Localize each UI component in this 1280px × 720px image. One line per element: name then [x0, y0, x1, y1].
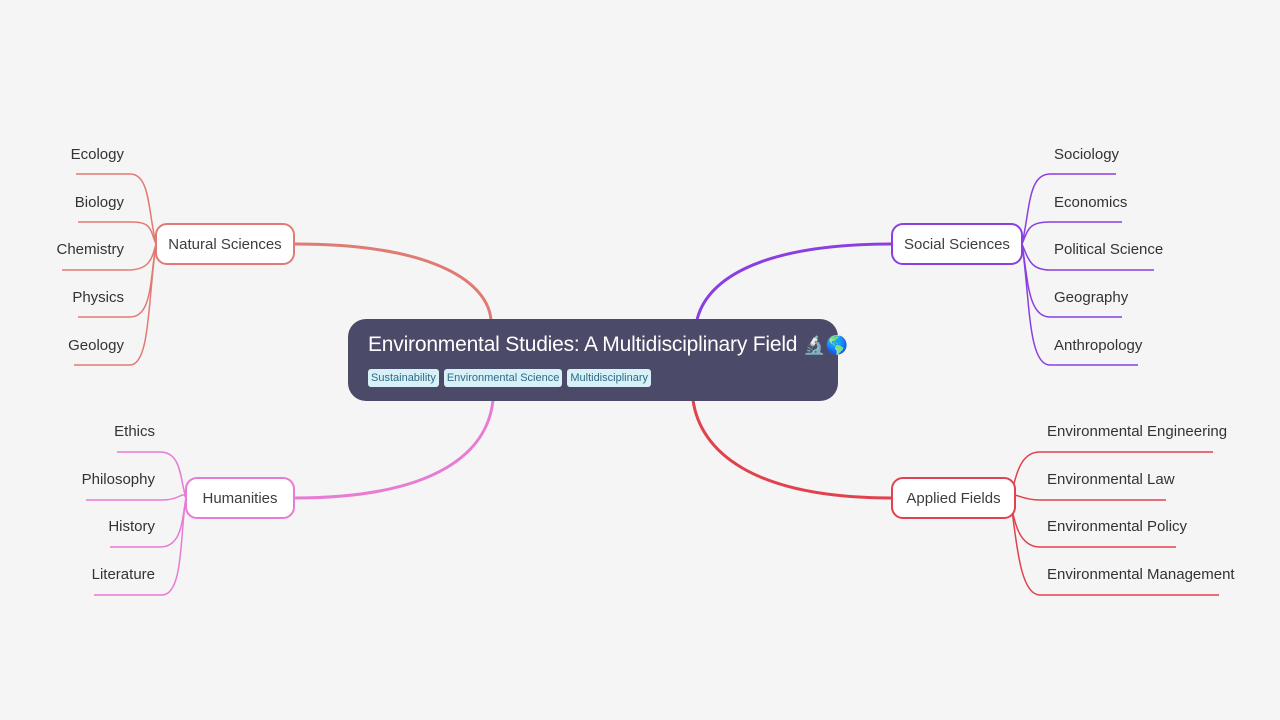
- branch-node-humanities[interactable]: Humanities: [185, 477, 295, 519]
- leaf-sociology[interactable]: Sociology: [1054, 146, 1120, 163]
- tag-multidisciplinary[interactable]: Multidisciplinary: [567, 369, 651, 387]
- tag-sustainability[interactable]: Sustainability: [368, 369, 439, 387]
- connector-humanities: [293, 399, 495, 500]
- leaf-philosophy[interactable]: Philosophy: [81, 471, 155, 488]
- leaf-ethics[interactable]: Ethics: [114, 423, 155, 440]
- humanities-leaf-connectors: [86, 451, 187, 596]
- leaf-geology[interactable]: Geology: [68, 337, 124, 354]
- social-leaf-connectors: [1021, 173, 1154, 366]
- root-tag-list: Sustainability Environmental Science Mul…: [368, 369, 818, 387]
- leaf-biology[interactable]: Biology: [74, 194, 124, 211]
- tag-environmental-science[interactable]: Environmental Science: [443, 369, 563, 387]
- leaf-chemistry[interactable]: Chemistry: [56, 241, 124, 258]
- root-title-text: Environmental Studies: A Multidisciplina…: [368, 333, 798, 356]
- connector-natural-sciences: [293, 242, 493, 321]
- root-topic-node[interactable]: Environmental Studies: A Multidisciplina…: [348, 319, 848, 401]
- connector-applied-fields: [691, 399, 893, 500]
- leaf-literature[interactable]: Literature: [91, 566, 155, 583]
- leaf-geography[interactable]: Geography: [1054, 289, 1129, 306]
- leaf-environmental-engineering[interactable]: Environmental Engineering: [1047, 423, 1228, 440]
- leaf-environmental-management[interactable]: Environmental Management: [1047, 566, 1235, 583]
- leaf-ecology[interactable]: Ecology: [70, 146, 124, 163]
- leaf-environmental-law[interactable]: Environmental Law: [1047, 471, 1175, 488]
- leaf-history[interactable]: History: [108, 518, 155, 535]
- root-topic-title: Environmental Studies: A Multidisciplina…: [368, 331, 848, 359]
- connector-social-sciences: [695, 242, 893, 321]
- microscope-globe-icon: 🔬🌎: [803, 335, 848, 355]
- leaf-anthropology[interactable]: Anthropology: [1054, 337, 1143, 354]
- natural-leaf-connectors: [62, 173, 157, 366]
- branch-node-social-sciences[interactable]: Social Sciences: [891, 223, 1023, 265]
- leaf-economics[interactable]: Economics: [1054, 194, 1128, 211]
- leaf-environmental-policy[interactable]: Environmental Policy: [1047, 518, 1188, 535]
- leaf-physics[interactable]: Physics: [72, 289, 124, 306]
- branch-node-applied-fields[interactable]: Applied Fields: [891, 477, 1016, 519]
- leaf-political-science[interactable]: Political Science: [1054, 241, 1164, 258]
- branch-node-natural-sciences[interactable]: Natural Sciences: [155, 223, 295, 265]
